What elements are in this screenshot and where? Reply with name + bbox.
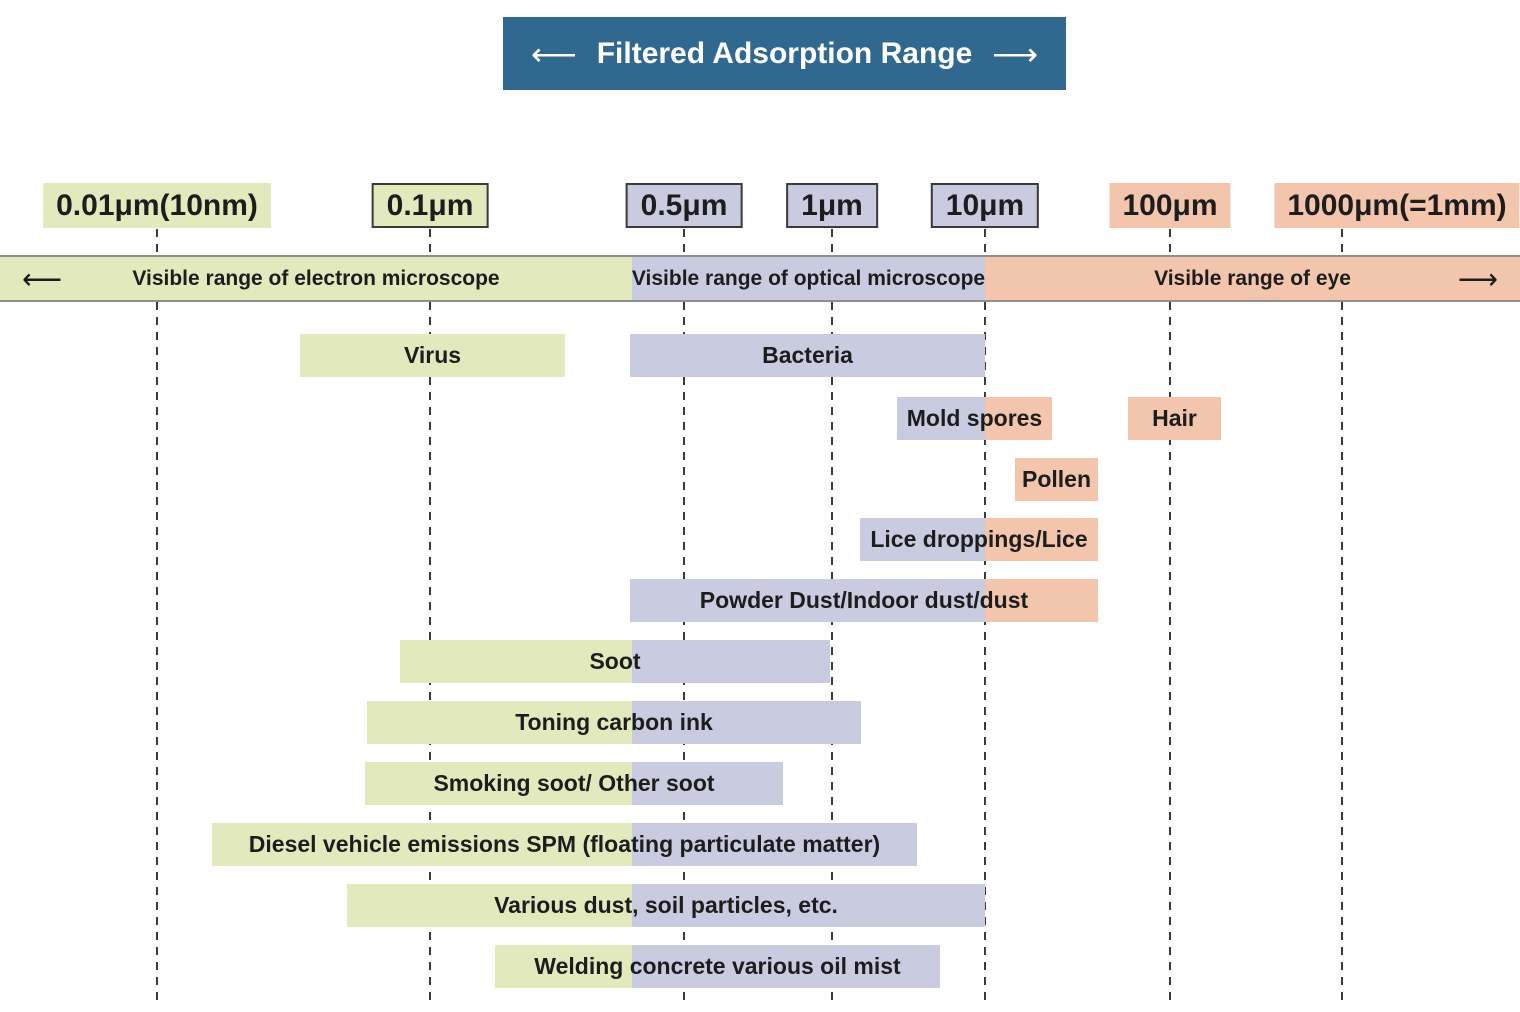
gridline-main-3 <box>831 302 833 1005</box>
gridline-stub-4 <box>984 229 986 256</box>
particle-bar-diesel-spm: Diesel vehicle emissions SPM (floating p… <box>212 823 917 866</box>
bar-segment-green <box>400 640 632 683</box>
gridline-stub-1 <box>429 229 431 256</box>
scale-label-1: 0.1μm <box>371 183 489 228</box>
gridline-main-4 <box>984 302 986 1005</box>
scale-label-4: 10μm <box>930 183 1040 228</box>
band-segment-label: Visible range of electron microscope <box>132 266 500 290</box>
particle-bar-toning-carbon-ink: Toning carbon ink <box>367 701 861 744</box>
scale-label-6: 1000μm(=1mm) <box>1274 183 1520 228</box>
band-segment-label: Visible range of optical microscope <box>631 266 986 290</box>
scale-label-3: 1μm <box>786 183 878 228</box>
bar-label-pollen: Pollen <box>1021 466 1091 492</box>
bar-segment-salmon <box>985 518 1098 561</box>
gridline-stub-3 <box>831 229 833 256</box>
gridline-stub-0 <box>156 229 158 256</box>
band-segment-label: Visible range of eye <box>1154 266 1351 290</box>
bar-label-powder-dust: Powder Dust/Indoor dust/dust <box>699 587 1029 613</box>
particle-bar-mold-spores: Mold spores <box>897 397 1052 440</box>
bar-label-bacteria: Bacteria <box>762 342 853 368</box>
particle-bar-various-dust: Various dust, soil particles, etc. <box>347 884 985 927</box>
particle-bar-soot: Soot <box>400 640 830 683</box>
particle-bar-pollen: Pollen <box>1015 458 1098 501</box>
bar-label-welding-oil-mist: Welding concrete various oil mist <box>534 953 901 979</box>
particle-bar-hair: Hair <box>1128 397 1221 440</box>
gridline-stub-2 <box>683 229 685 256</box>
bar-segment-salmon <box>1015 458 1098 501</box>
bar-segment-salmon <box>985 397 1052 440</box>
bar-segment-lavender <box>632 762 783 805</box>
band-segment-2: Visible range of eye ⟶ <box>985 257 1520 300</box>
diagram-title: Filtered Adsorption Range <box>596 36 973 70</box>
particle-bar-virus: Virus <box>300 334 565 377</box>
bar-label-soot: Soot <box>589 648 641 674</box>
particle-bar-welding-oil-mist: Welding concrete various oil mist <box>495 945 940 988</box>
bar-label-various-dust: Various dust, soil particles, etc. <box>494 892 838 918</box>
bar-segment-lavender <box>632 701 861 744</box>
bar-segment-salmon <box>1128 397 1221 440</box>
bar-segment-green <box>495 945 632 988</box>
bar-segment-lavender <box>632 640 830 683</box>
band-segment-0: Visible range of electron microscope ⟵ <box>0 257 632 300</box>
bar-label-diesel-spm: Diesel vehicle emissions SPM (floating p… <box>248 831 881 857</box>
scale-label-0: 0.01μm(10nm) <box>43 183 271 228</box>
visible-range-band: Visible range of electron microscope⟵Vis… <box>0 255 1520 302</box>
bar-segment-green <box>347 884 632 927</box>
particle-bar-smoking-soot: Smoking soot/ Other soot <box>365 762 783 805</box>
scale-label-2: 0.5μm <box>625 183 743 228</box>
bar-segment-green <box>212 823 632 866</box>
right-arrow-icon: ⟶ <box>992 35 1039 72</box>
bar-segment-lavender <box>630 579 985 622</box>
bar-segment-green <box>367 701 632 744</box>
gridline-main-0 <box>156 302 158 1005</box>
bar-label-toning-carbon-ink: Toning carbon ink <box>515 709 713 735</box>
left-arrow-icon: ⟵ <box>22 263 63 294</box>
bar-segment-lavender <box>630 334 985 377</box>
gridline-stub-5 <box>1169 229 1171 256</box>
left-arrow-icon: ⟵ <box>530 35 577 72</box>
bar-segment-salmon <box>985 579 1098 622</box>
bar-label-lice: Lice droppings/Lice <box>870 526 1088 552</box>
bar-segment-lavender <box>632 884 985 927</box>
bar-label-hair: Hair <box>1152 405 1197 431</box>
right-arrow-icon: ⟶ <box>1457 263 1498 294</box>
bar-segment-lavender <box>860 518 985 561</box>
gridline-main-5 <box>1169 302 1171 1005</box>
band-segment-1: Visible range of optical microscope <box>632 257 985 300</box>
particle-bar-bacteria: Bacteria <box>630 334 985 377</box>
bar-label-mold-spores: Mold spores <box>906 405 1043 431</box>
bar-label-smoking-soot: Smoking soot/ Other soot <box>433 770 715 796</box>
title-banner: ⟵ Filtered Adsorption Range ⟶ <box>503 17 1066 90</box>
particle-bar-lice: Lice droppings/Lice <box>860 518 1098 561</box>
bar-segment-lavender <box>897 397 985 440</box>
gridline-main-6 <box>1341 302 1343 1005</box>
bar-segment-green <box>365 762 632 805</box>
gridline-stub-6 <box>1341 229 1343 256</box>
bar-label-virus: Virus <box>403 342 462 368</box>
bar-segment-lavender <box>632 945 940 988</box>
particle-bar-powder-dust: Powder Dust/Indoor dust/dust <box>630 579 1098 622</box>
bar-segment-green <box>300 334 565 377</box>
bar-segment-lavender <box>632 823 917 866</box>
scale-label-5: 100μm <box>1109 183 1231 228</box>
